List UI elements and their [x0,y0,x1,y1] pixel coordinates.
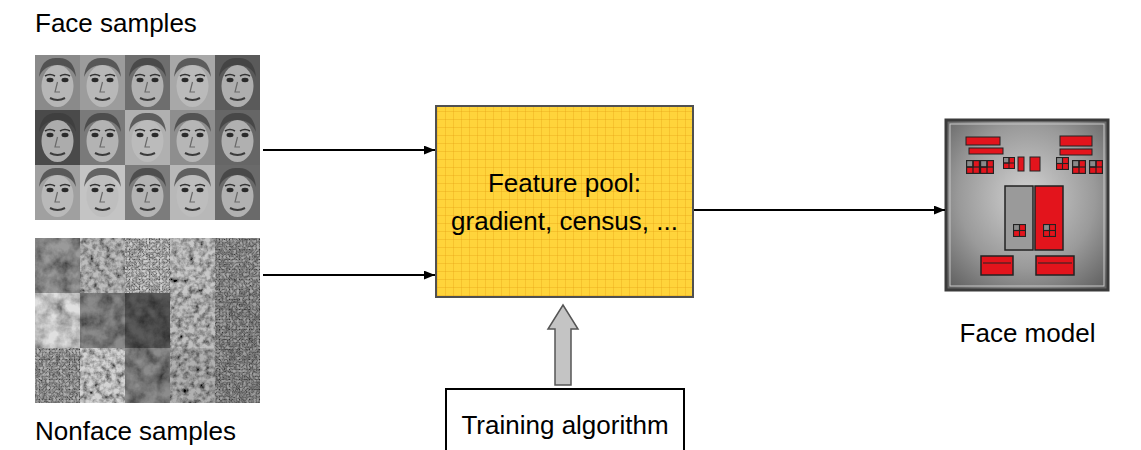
block-arrow [548,305,578,385]
face-montage [35,55,260,220]
nonface-samples-image: Nonface samples [35,236,263,448]
training-algorithm-box: Training algorithm [445,388,685,450]
node-label: Nonface samples [35,414,236,448]
face-samples-image: Face samples [35,6,263,222]
flow-arrow [694,209,945,211]
nonface-montage [35,238,260,403]
node-label: Training algorithm [461,410,668,440]
node-label: Feature pool: gradient, census, ... [445,164,684,240]
face-model-image [946,120,1108,290]
flow-arrow [263,149,435,151]
node-label: Face model [960,316,1096,350]
flow-arrow [263,274,435,276]
node-label: Face samples [35,6,197,40]
feature-pool-box: Feature pool: gradient, census, ... [435,105,694,298]
face-model-image-node: Face model [945,118,1110,350]
